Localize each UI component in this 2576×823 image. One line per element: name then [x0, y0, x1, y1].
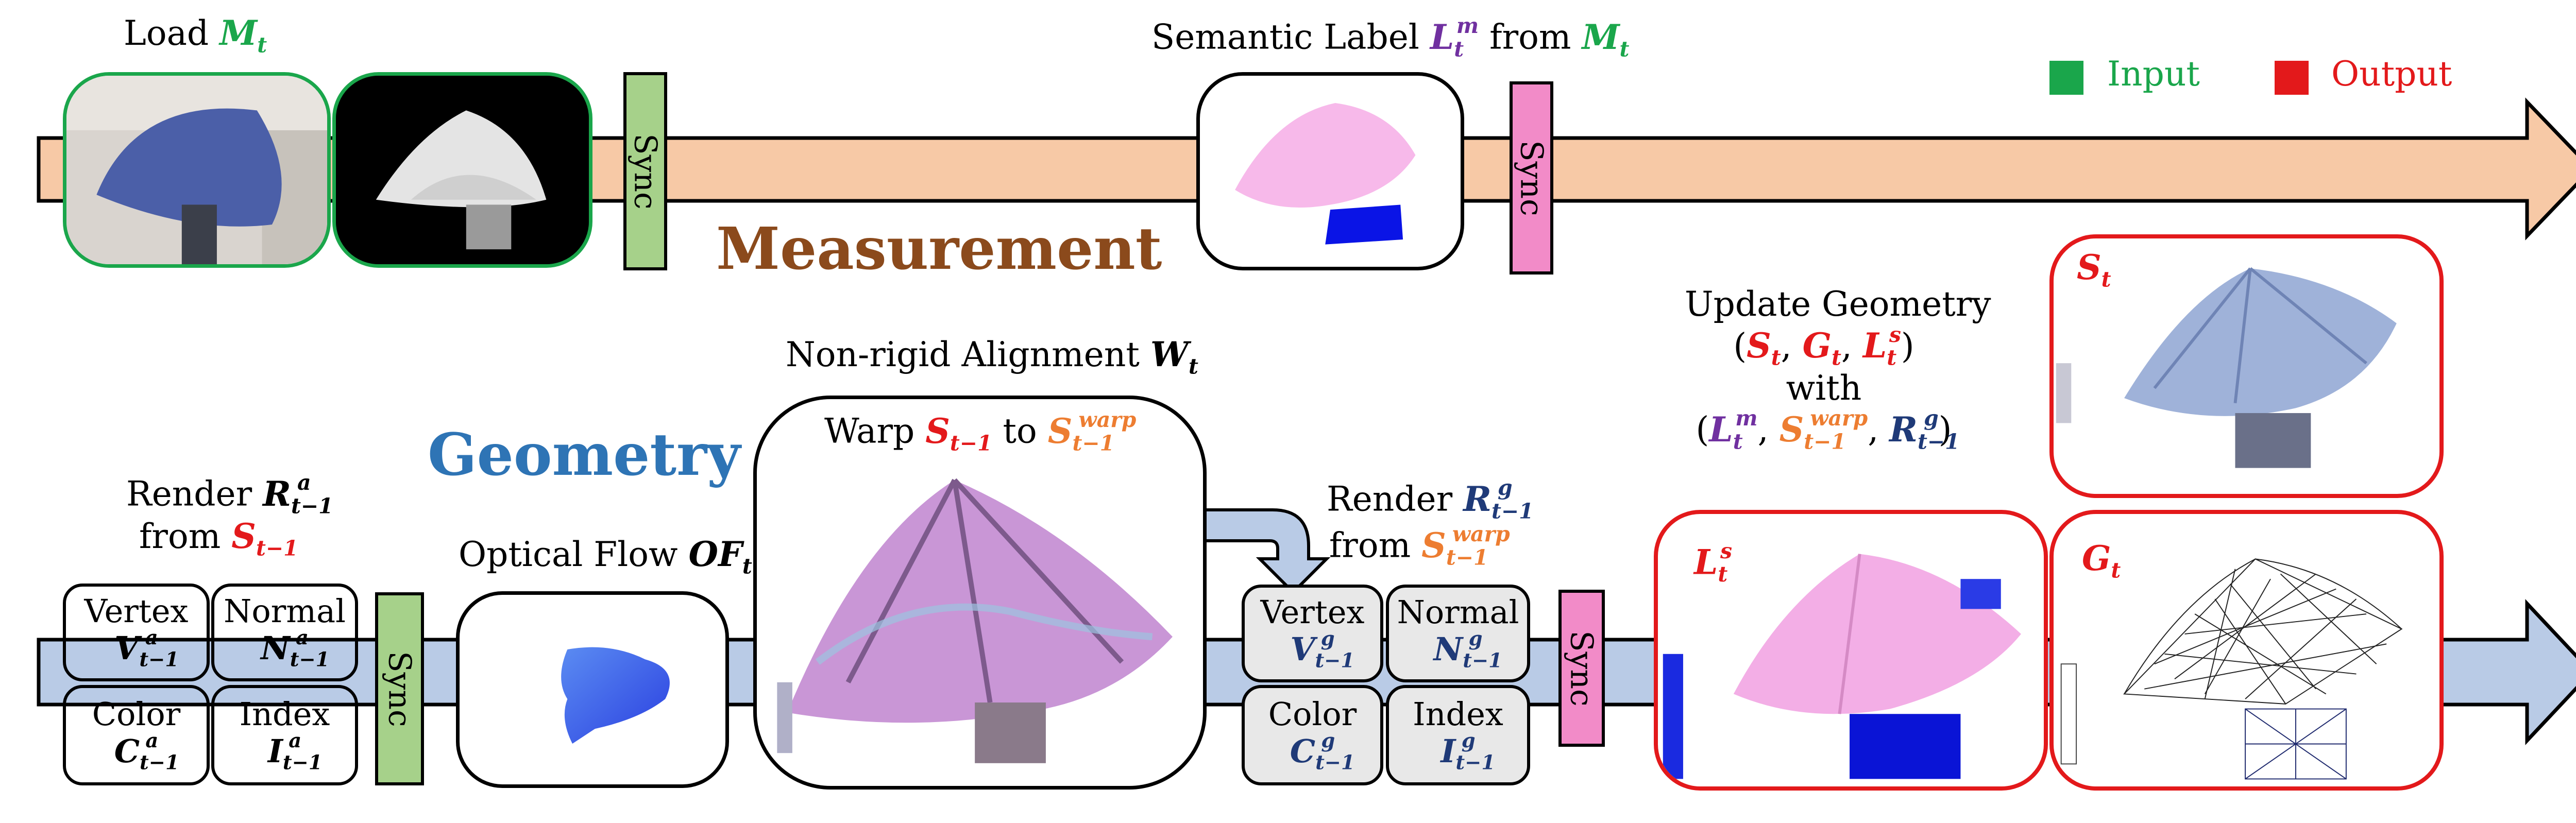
optical-flow-panel	[456, 591, 729, 788]
output-graph-panel: Gt	[2049, 510, 2444, 791]
render-a-from-var: St−1	[231, 516, 298, 561]
rgb-input-panel	[63, 72, 331, 268]
semantic-var: Ltm	[1430, 13, 1479, 61]
semantic-from-var: Mt	[1582, 16, 1630, 61]
legend-output-swatch	[2275, 61, 2309, 95]
optical-flow-label: Optical Flow OFt	[459, 534, 752, 579]
sync-box-measurement-1: Sync	[623, 72, 667, 270]
warp-var: St−1	[925, 410, 992, 455]
output-graph-label: Gt	[2082, 538, 2121, 583]
sync-box-measurement-2: Sync	[1510, 81, 1553, 275]
legend-input-label: Input	[2107, 54, 2200, 94]
depth-input-panel	[332, 72, 592, 268]
cell-a-vertex: Vertex Vt−1a	[63, 584, 210, 681]
render-g-label: Render Rt−1g from St−1warp	[1327, 475, 1534, 570]
nonrigid-alignment-label: Non-rigid Alignment Wt	[786, 334, 1198, 379]
cell-a-normal: Normal Nt−1a	[211, 584, 358, 681]
load-var: Mt	[219, 13, 267, 58]
warp-to-render-arrow	[1201, 508, 1331, 595]
cell-a-index: Index It−1a	[211, 685, 358, 785]
nonrigid-var: Wt	[1150, 334, 1198, 379]
cell-g-vertex: Vertex Vt−1g	[1242, 585, 1383, 682]
render-a-label: Render Rt−1a from St−1	[126, 470, 333, 561]
output-label-panel: Lts	[1654, 510, 2048, 791]
output-label-label: Lts	[1694, 539, 1733, 587]
sync-box-geometry-2: Sync	[1558, 590, 1605, 747]
render-g-from-var: St−1warp	[1421, 522, 1510, 570]
output-surface-panel: St	[2049, 234, 2444, 498]
sync-box-geometry-1: Sync	[375, 592, 424, 785]
load-label: Load Mt	[124, 13, 267, 58]
render-a-var: Rt−1a	[263, 470, 333, 518]
semantic-label-panel	[1196, 72, 1464, 270]
measurement-title: Measurement	[716, 215, 1162, 283]
cell-g-normal: Normal Nt−1g	[1386, 585, 1530, 682]
warp-to-var: St−1warp	[1047, 407, 1137, 455]
cell-a-color: Color Ct−1a	[63, 685, 210, 785]
cell-g-color: Color Ct−1g	[1242, 685, 1383, 785]
cell-g-index: Index It−1g	[1386, 685, 1530, 785]
warp-label: Warp St−1 to St−1warp	[824, 407, 1137, 455]
output-surface-label: St	[2077, 247, 2111, 292]
geometry-title: Geometry	[428, 421, 741, 489]
render-g-var: Rt−1g	[1463, 475, 1534, 523]
warp-panel	[753, 396, 1207, 790]
legend-input-swatch	[2049, 61, 2083, 95]
update-geometry-label: Update Geometry (St, Gt, Lts) with (Ltm,…	[1685, 284, 1991, 454]
semantic-label-title: Semantic Label Ltm from Mt	[1151, 13, 1630, 61]
optical-flow-var: OFt	[688, 534, 752, 579]
legend-output-label: Output	[2331, 54, 2452, 94]
